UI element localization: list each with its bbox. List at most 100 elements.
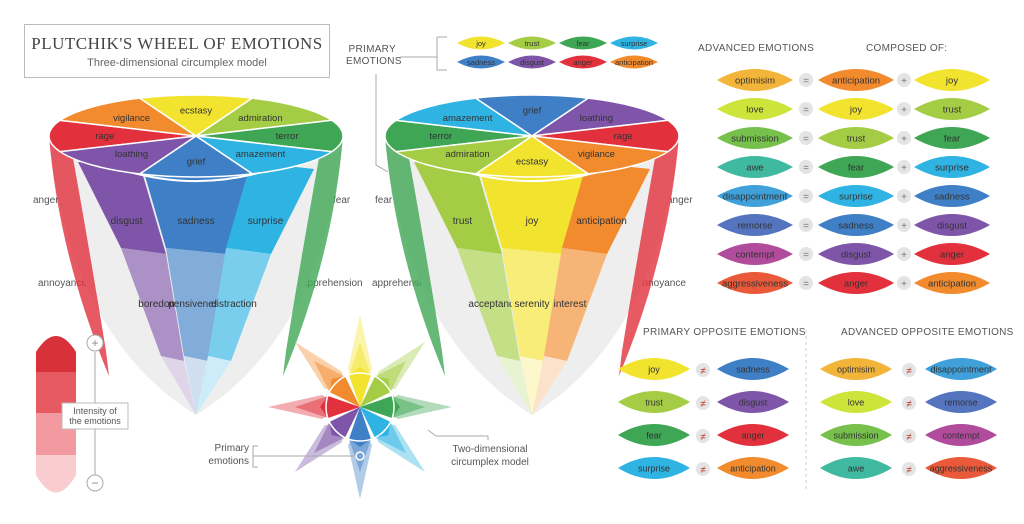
adv-b-label-5: disgust <box>937 221 967 232</box>
legend-pill-disgust <box>508 55 556 69</box>
opp-primary-neq-2: ≠ <box>700 432 706 443</box>
flower-petal-anticipation <box>294 341 360 407</box>
title-box: PLUTCHIK'S WHEEL OF EMOTIONS Three-dimen… <box>24 24 330 78</box>
opp-primary-a-label-2: fear <box>646 431 662 441</box>
legend-pill-surprise <box>610 36 658 50</box>
cone2-side-right-2: annoyance <box>637 278 686 289</box>
adv-result-pill-3 <box>717 156 793 178</box>
legend-pill-anticipation <box>610 55 658 69</box>
advanced-emotions-table: optimisim=anticipation+joylove=joy+trust… <box>717 69 990 294</box>
flower-petal-joy <box>348 315 372 407</box>
cone1-petal-grief <box>137 135 255 178</box>
primary-opposites-header: PRIMARY OPPOSITE EMOTIONS <box>643 327 806 338</box>
cone1-label-mid-surprise: surprise <box>248 216 284 227</box>
adv-a-pill-1 <box>818 98 894 120</box>
adv-a-pill-2 <box>818 127 894 149</box>
adv-equals-2: = <box>803 134 809 145</box>
flower-petal-surprise <box>360 407 426 473</box>
opp-primary-neq-icon-0 <box>696 363 710 377</box>
cone2-label-low-acceptance: acceptance <box>468 299 520 310</box>
opp-advanced-b-pill-3 <box>925 457 997 479</box>
cone2-band-low-2 <box>544 248 607 361</box>
opp-advanced-b-label-2: contempt <box>942 431 980 441</box>
cone1-side-left <box>49 136 109 376</box>
page-title: PLUTCHIK'S WHEEL OF EMOTIONS <box>31 34 323 53</box>
legend-pill-fear <box>559 36 607 50</box>
adv-a-label-2: trust <box>847 134 866 145</box>
cone2-label-low-interest: interest <box>554 299 587 310</box>
cone1-petal-label-grief: grief <box>187 156 206 167</box>
opp-primary-b-pill-2 <box>717 424 789 446</box>
cone1-band-low-1 <box>166 248 226 361</box>
adv-plus-3: + <box>901 163 907 174</box>
legend-pill-trust <box>508 36 556 50</box>
adv-b-pill-5 <box>914 214 990 236</box>
page-subtitle: Three-dimensional circumplex model <box>87 57 267 69</box>
cone2-label-mid-joy: joy <box>525 216 539 227</box>
flower-petal-core-surprise <box>360 407 391 438</box>
intensity-level-1 <box>36 336 76 372</box>
adv-equals-icon-6 <box>799 247 813 261</box>
adv-a-pill-7 <box>818 272 894 294</box>
opp-advanced-a-label-1: love <box>848 398 865 408</box>
adv-equals-icon-0 <box>799 73 813 87</box>
adv-b-label-0: joy <box>945 76 958 87</box>
cone2-side-left <box>385 136 445 376</box>
flower-petal-core-trust <box>360 376 391 407</box>
opp-primary-b-label-3: anticipation <box>730 464 776 474</box>
opp-primary-a-label-3: surprise <box>638 464 670 474</box>
cone1-petal-ecstasy <box>137 94 255 137</box>
adv-a-label-7: anger <box>844 279 868 290</box>
advanced-emotions-header: ADVANCED EMOTIONS <box>698 43 815 54</box>
cone2-petal-label-admiration: admiration <box>445 149 489 160</box>
flower-petal-core-fear <box>360 396 400 418</box>
cone2-petal-label-amazement: amazement <box>443 113 493 124</box>
cone1-side-left-1: anger <box>33 195 59 206</box>
flower-primary-label-2: emotions <box>208 456 249 467</box>
primary-emotions-label-line2: EMOTIONS <box>346 56 402 67</box>
adv-plus-icon-0 <box>897 73 911 87</box>
opp-primary-a-pill-1 <box>618 391 690 413</box>
opp-advanced-b-pill-0 <box>925 358 997 380</box>
cone-3d-left: disgustboredomsadnesspensivenesssurprise… <box>48 94 344 415</box>
cone2-petal-label-loathing: loathing <box>580 113 613 124</box>
legend-pill-joy <box>457 36 505 50</box>
cone2-petal-vigilance <box>531 135 670 175</box>
opp-advanced-a-pill-2 <box>820 424 892 446</box>
cone2-band-mid-2 <box>562 162 650 254</box>
adv-result-label-2: submission <box>731 134 779 145</box>
cone2-band-tip-0 <box>497 356 532 415</box>
cone2-petal-label-vigilance: vigilance <box>578 149 615 160</box>
cone2-petal-label-terror: terror <box>430 131 453 142</box>
adv-result-label-0: optimisim <box>735 76 775 87</box>
adv-equals-icon-1 <box>799 102 813 116</box>
intensity-plus-glyph: + <box>91 336 98 350</box>
cone1-petal-vigilance <box>58 97 197 137</box>
adv-equals-icon-3 <box>799 160 813 174</box>
opp-primary-neq-3: ≠ <box>700 465 706 476</box>
opp-primary-neq-icon-3 <box>696 462 710 476</box>
cone1-petal-label-loathing: loathing <box>115 149 148 160</box>
adv-result-pill-2 <box>717 127 793 149</box>
legend-pill-sadness <box>457 55 505 69</box>
adv-b-label-7: anticipation <box>928 279 976 290</box>
cone2-label-low-serenity: serenity <box>514 299 549 310</box>
opp-advanced-b-label-0: disappointment <box>930 365 992 375</box>
adv-a-pill-6 <box>818 243 894 265</box>
adv-result-label-4: disappointment <box>723 192 788 203</box>
adv-a-pill-4 <box>818 185 894 207</box>
cone1-label-low-boredom: boredom <box>138 299 177 310</box>
adv-plus-icon-7 <box>897 276 911 290</box>
adv-b-label-2: fear <box>944 134 960 145</box>
cone1-band-mid-1 <box>141 162 251 254</box>
adv-b-label-4: sadness <box>934 192 970 203</box>
advanced-opposites-header: ADVANCED OPPOSITE EMOTIONS <box>841 327 1014 338</box>
opp-advanced-a-label-0: optimisim <box>837 365 875 375</box>
adv-a-pill-5 <box>818 214 894 236</box>
cone2-petal-admiration <box>394 135 533 175</box>
adv-result-pill-0 <box>717 69 793 91</box>
cone2-band-low-0 <box>457 248 520 361</box>
cone2-petal-grief <box>473 94 591 137</box>
